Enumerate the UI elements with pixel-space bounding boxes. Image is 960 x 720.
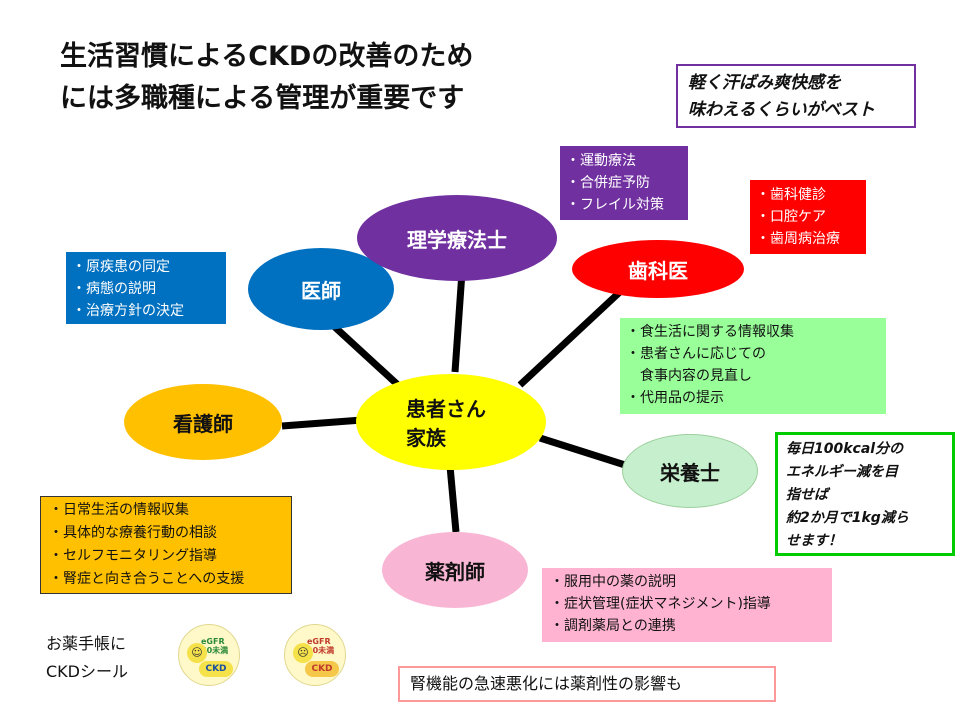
doctor-note-line: ・病態の説明: [72, 281, 156, 297]
title-line-1: 生活習慣によるCKDの改善のため: [60, 41, 474, 72]
node-patient-family: 患者さん 家族: [356, 374, 546, 470]
diet-goal-line: エネルギー減を目: [786, 464, 898, 480]
node-doctor-label: 医師: [301, 278, 341, 303]
nurse-note: ・日常生活の情報収集 ・具体的な療養行動の相談 ・セルフモニタリング指導 ・腎症…: [40, 496, 292, 594]
node-dietitian: 栄養士: [622, 434, 758, 508]
dietitian-note: ・食生活に関する情報収集 ・患者さんに応じての 食事内容の見直し ・代用品の提示: [620, 318, 886, 414]
doctor-note-line: ・治療方針の決定: [72, 303, 184, 319]
node-pharmacist-label: 薬剤師: [425, 559, 485, 584]
ckd-sticker-egfr60: eGFR 60未満 ☺ CKD: [178, 624, 240, 686]
nurse-note-line: ・日常生活の情報収集: [49, 502, 189, 518]
node-doctor: 医師: [248, 248, 394, 330]
notebook-line-2: CKDシール: [46, 662, 128, 681]
doctor-note-line: ・原疾患の同定: [72, 259, 170, 275]
drug-induced-warning: 腎機能の急速悪化には薬剤性の影響も: [398, 666, 776, 702]
node-physio: 理学療法士: [357, 195, 557, 281]
diet-goal-line: 指せば: [786, 487, 828, 503]
sticker-ckd30-label: CKD: [305, 661, 339, 677]
physio-note-line: ・運動療法: [566, 153, 636, 169]
nurse-note-line: ・セルフモニタリング指導: [49, 548, 217, 564]
sticker-egfr30-label: eGFR 30未満: [307, 637, 335, 655]
pharmacist-note-line: ・調剤薬局との連携: [550, 618, 676, 634]
nurse-note-line: ・腎症と向き合うことへの支援: [49, 571, 245, 587]
dentist-note: ・歯科健診 ・口腔ケア ・歯周病治療: [750, 180, 866, 254]
node-pharmacist: 薬剤師: [382, 532, 528, 608]
node-dentist: 歯科医: [572, 240, 744, 298]
diet-goal-note: 毎日100kcal分の エネルギー減を目 指せば 約2か月で1kg減ら せます！: [775, 432, 955, 556]
physio-note-line: ・フレイル対策: [566, 197, 664, 213]
physio-note-line: ・合併症予防: [566, 175, 650, 191]
physio-note: ・運動療法 ・合併症予防 ・フレイル対策: [560, 146, 688, 220]
node-dentist-label: 歯科医: [628, 258, 688, 283]
dentist-note-line: ・歯科健診: [756, 187, 826, 203]
connector-dentist: [517, 287, 625, 388]
connector-doctor: [322, 315, 401, 388]
connector-nurse: [281, 416, 363, 430]
pharmacist-note-line: ・服用中の薬の説明: [550, 574, 676, 590]
smile-face-icon: ☺: [187, 643, 207, 663]
warning-text: 腎機能の急速悪化には薬剤性の影響も: [410, 674, 683, 693]
node-nurse-label: 看護師: [173, 411, 233, 436]
notebook-line-1: お薬手帳に: [46, 634, 127, 653]
dietitian-note-line: ・食生活に関する情報収集: [626, 324, 794, 340]
connector-dietitian: [538, 434, 627, 469]
node-dietitian-label: 栄養士: [660, 460, 720, 485]
sticker-ckd60-label: CKD: [199, 661, 233, 677]
dietitian-note-line: 食事内容の見直し: [626, 368, 752, 384]
nurse-note-line: ・具体的な療養行動の相談: [49, 525, 217, 541]
connector-pharmacist: [446, 465, 460, 533]
dietitian-note-line: ・代用品の提示: [626, 390, 724, 406]
pharmacist-note: ・服用中の薬の説明 ・症状管理(症状マネジメント)指導 ・調剤薬局との連携: [542, 568, 832, 642]
dentist-note-line: ・口腔ケア: [756, 209, 826, 225]
doctor-note: ・原疾患の同定 ・病態の説明 ・治療方針の決定: [66, 252, 226, 324]
dentist-note-line: ・歯周病治療: [756, 231, 840, 247]
diet-goal-line: せます！: [786, 533, 842, 549]
title-line-2: には多職種による管理が重要です: [60, 83, 465, 114]
sticker-egfr60-label: eGFR 60未満: [201, 637, 229, 655]
ckd-sticker-egfr30: eGFR 30未満 ☹ CKD: [284, 624, 346, 686]
exercise-note-line-2: 味わえるくらいがベスト: [688, 100, 875, 120]
exercise-intensity-note: 軽く汗ばみ爽快感を 味わえるくらいがベスト: [676, 64, 916, 128]
center-line-2: 家族: [406, 426, 446, 450]
page-title: 生活習慣によるCKDの改善のため には多職種による管理が重要です: [60, 36, 580, 120]
worried-face-icon: ☹: [293, 643, 313, 663]
center-line-1: 患者さん: [406, 397, 486, 421]
exercise-note-line-1: 軽く汗ばみ爽快感を: [688, 73, 841, 93]
node-nurse: 看護師: [124, 384, 282, 460]
dietitian-note-line: ・患者さんに応じての: [626, 346, 766, 362]
connector-physio: [451, 271, 466, 373]
medication-notebook-caption: お薬手帳に CKDシール: [46, 630, 128, 686]
node-physio-label: 理学療法士: [407, 227, 507, 252]
diet-goal-line: 約2か月で1kg減ら: [786, 510, 909, 526]
diet-goal-line: 毎日100kcal分の: [786, 441, 904, 457]
pharmacist-note-line: ・症状管理(症状マネジメント)指導: [550, 596, 771, 612]
